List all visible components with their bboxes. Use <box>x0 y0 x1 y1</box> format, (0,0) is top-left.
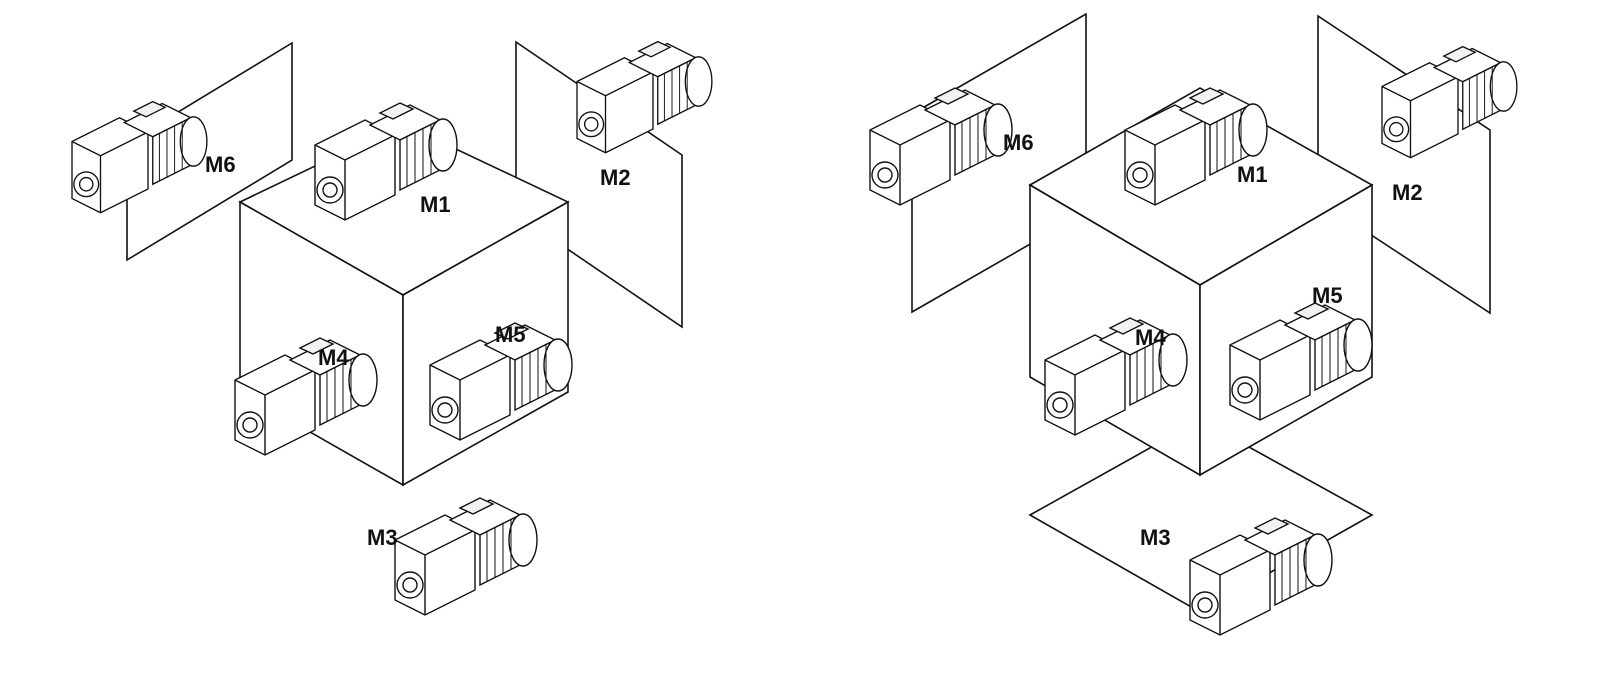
label-m4-right: M4 <box>1135 325 1166 350</box>
label-m4-left: M4 <box>318 345 349 370</box>
left-panel: M6 M1 M2 M4 M5 M3 <box>71 40 713 616</box>
label-m3-left: M3 <box>367 525 398 550</box>
plane-m3-right <box>1028 419 1374 613</box>
label-m5-right: M5 <box>1312 283 1343 308</box>
label-m2-right: M2 <box>1392 180 1423 205</box>
label-m1-right: M1 <box>1237 162 1268 187</box>
label-m5-left: M5 <box>495 322 526 347</box>
label-m6-right: M6 <box>1003 130 1034 155</box>
label-m6-left: M6 <box>205 152 236 177</box>
gearmotor-icon <box>394 497 538 616</box>
label-m2-left: M2 <box>600 165 631 190</box>
right-panel: M6 M1 M2 M4 M5 M3 <box>869 12 1518 636</box>
label-m3-right: M3 <box>1140 525 1171 550</box>
label-m1-left: M1 <box>420 192 451 217</box>
